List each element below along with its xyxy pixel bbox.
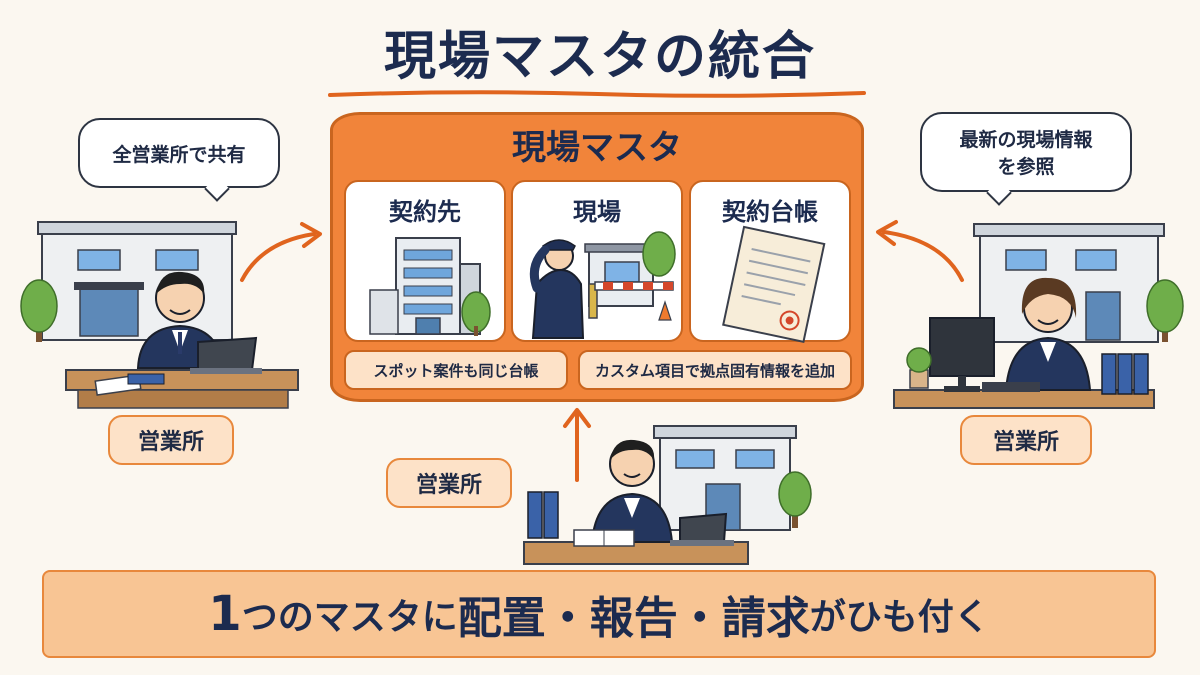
card-site: 現場 (511, 180, 683, 342)
binder-icon (1101, 353, 1149, 395)
bottom-office-scene (523, 425, 812, 565)
card-contractor: 契約先 (344, 180, 506, 342)
feature-spot-projects: スポット案件も同じ台帳 (344, 350, 568, 390)
tree-icon (778, 471, 812, 528)
left-bubble-text: 全営業所で共有 (112, 143, 246, 166)
plant-icon (906, 347, 932, 389)
left-speech-bubble: 全営業所で共有 (78, 118, 280, 202)
card-contractor-label: 契約先 (389, 198, 461, 226)
left-office-label: 営業所 (108, 415, 234, 465)
banner-separator-2: ・ (677, 593, 722, 644)
office-building-icon (369, 237, 491, 336)
card-site-label: 現場 (573, 198, 621, 226)
binder-icon (527, 491, 559, 539)
laptop-icon (670, 512, 734, 546)
title-underline (328, 90, 866, 98)
left-office-scene (20, 221, 299, 409)
bubble-tail (986, 180, 1012, 206)
banner-text-1: つのマスタに (241, 597, 458, 638)
monitor-icon (929, 317, 995, 392)
office-worker-icon (590, 439, 674, 543)
page-title: 現場マスタの統合 (383, 27, 816, 87)
right-speech-bubble: 最新の現場情報 を参照 (920, 112, 1132, 206)
card-contract-ledger: 契約台帳 (689, 180, 851, 344)
banner-deploy: 配置 (457, 593, 546, 644)
banner-number: 1 (208, 586, 242, 642)
tree-icon (20, 279, 58, 342)
security-guard-gate-icon (529, 231, 676, 339)
right-bubble-line1: 最新の現場情報 (959, 129, 1093, 151)
card-contract-ledger-label: 契約台帳 (722, 198, 818, 226)
office-worker-icon (1004, 277, 1092, 391)
bottom-office-label: 営業所 (386, 458, 512, 508)
banner-text-2: がひも付く (809, 597, 990, 638)
office-building-icon (37, 221, 237, 341)
contract-document-icon (722, 225, 826, 344)
bubble-tail (204, 176, 230, 202)
banner-separator-1: ・ (545, 593, 590, 644)
site-master-title: 現場マスタ (512, 128, 682, 168)
banner-invoice: 請求 (721, 593, 810, 644)
right-arrow (876, 220, 964, 282)
feature-custom-fields: カスタム項目で拠点固有情報を追加 (578, 350, 852, 390)
banner-report: 報告 (589, 593, 678, 644)
summary-banner: 1 つのマスタに 配置 ・ 報告 ・ 請求 がひも付く (42, 570, 1156, 658)
right-bubble-line2: を参照 (997, 156, 1055, 178)
office-building-icon (973, 223, 1165, 343)
tree-icon (1146, 279, 1184, 342)
left-arrow (240, 222, 322, 282)
laptop-icon (190, 336, 262, 374)
bottom-arrow (563, 408, 591, 482)
notebook-icon (573, 529, 635, 547)
right-office-label: 営業所 (960, 415, 1092, 465)
right-office-scene (893, 223, 1184, 409)
